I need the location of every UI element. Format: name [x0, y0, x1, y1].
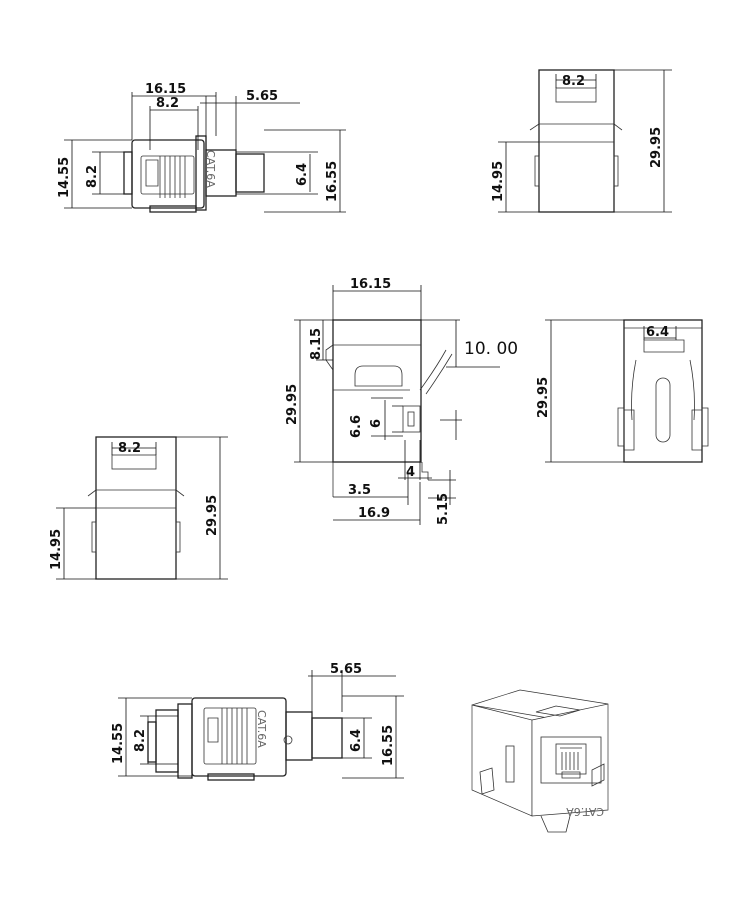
dim-center-total-height: 29.95 [285, 384, 300, 425]
dim-base: 16.9 [358, 506, 390, 521]
front-view-bottom-dims [56, 436, 228, 580]
iso-view-marking: CAT.6A [566, 805, 604, 818]
side-view-bottom: CAT.6A 5.65 14.55 8.2 6.4 16.55 [111, 662, 404, 781]
dim-body-height: 14.55 [57, 157, 72, 198]
dim-slot-b: 6 [369, 419, 384, 428]
side-view-top-marking: CAT.6A [204, 150, 217, 188]
dim-width-total: 16.15 [145, 82, 186, 97]
dim-clip-height: 10. 00 [464, 339, 518, 359]
dim-half-height-bottom: 14.95 [49, 529, 64, 570]
dim-foot: 5.15 [436, 493, 451, 525]
dim-total-height: 16.55 [325, 161, 340, 202]
right-view: 6.4 29.95 [536, 319, 709, 463]
dim-total-height-top: 29.95 [649, 127, 664, 168]
side-view-top-outline [123, 135, 265, 213]
dim-port-height-bottom: 8.2 [133, 729, 148, 752]
side-view-bottom-marking: CAT.6A [255, 710, 268, 748]
center-view: 16.15 8.15 10. 00 29.95 6.6 6 4 3.5 16.9… [285, 277, 518, 525]
dim-port-width-bottom: 8.2 [118, 441, 141, 456]
dim-half-height-top: 14.95 [491, 161, 506, 202]
dim-center-width: 16.15 [350, 277, 391, 292]
side-view-bottom-outline [147, 697, 343, 781]
dim-right-total-height: 29.95 [536, 377, 551, 418]
dim-offset: 3.5 [348, 483, 371, 498]
front-view-top-outline [529, 69, 623, 213]
dim-body-height-bottom: 14.55 [111, 723, 126, 764]
dim-cable-length: 5.65 [246, 89, 278, 104]
front-view-bottom: 8.2 14.95 29.95 [49, 436, 228, 580]
dim-cable-length-bottom: 5.65 [330, 662, 362, 677]
dim-gap: 4 [406, 465, 415, 480]
dim-slot-width: 6.4 [646, 325, 669, 340]
center-view-dims [294, 285, 500, 525]
side-view-bottom-dims [118, 670, 404, 779]
dim-cable-diameter-bottom: 6.4 [349, 729, 364, 752]
side-view-top: CAT.6A 16.15 8.2 5.65 14.55 8.2 6.4 16.5… [57, 82, 346, 213]
dim-port-width: 8.2 [156, 96, 179, 111]
dim-top-step: 8.15 [309, 328, 324, 360]
dim-port-width-top: 8.2 [562, 74, 585, 89]
front-view-bottom-outline [87, 436, 185, 580]
side-view-top-dims [64, 92, 346, 213]
dim-slot-a: 6.6 [349, 415, 364, 438]
dim-port-height: 8.2 [85, 165, 100, 188]
front-view-top-dims [498, 69, 672, 213]
right-view-dims [545, 319, 677, 463]
dim-total-height-bottom: 29.95 [205, 495, 220, 536]
right-view-outline [617, 319, 709, 463]
center-view-outline [325, 319, 453, 497]
dim-total-height-bottom-side: 16.55 [381, 725, 396, 766]
dim-cable-diameter: 6.4 [295, 163, 310, 186]
front-view-top: 8.2 14.95 29.95 [491, 69, 672, 213]
iso-view-body [471, 689, 609, 833]
iso-view: CAT.6A [471, 689, 609, 833]
